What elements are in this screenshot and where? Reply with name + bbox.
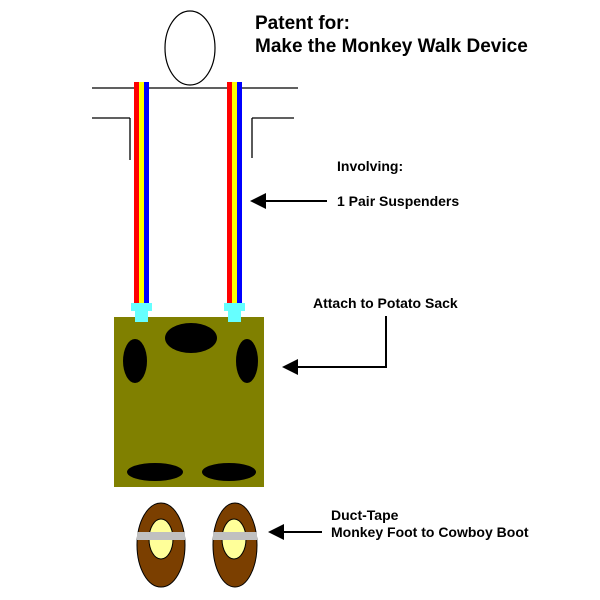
suspender-stripe-red xyxy=(134,82,139,304)
title-line-2: Make the Monkey Walk Device xyxy=(255,36,528,57)
suspender-stripe-yellow xyxy=(232,82,237,304)
sack-hole-right xyxy=(236,339,258,383)
duct-tape-left xyxy=(137,532,185,540)
suspender-left xyxy=(131,82,152,322)
suspender-stripe-red xyxy=(227,82,232,304)
suspender-stripe-yellow xyxy=(139,82,144,304)
label-suspenders: 1 Pair Suspenders xyxy=(337,193,460,209)
sack-hole-bottom-left xyxy=(127,463,183,481)
monkey-head xyxy=(164,10,216,86)
potato-sack xyxy=(114,311,264,487)
duct-tape-right xyxy=(213,532,257,540)
sack-hole-bottom-right xyxy=(202,463,256,481)
suspender-stripe-blue xyxy=(144,82,149,304)
monkey-body-outline xyxy=(92,87,298,160)
title-line-1: Patent for: xyxy=(255,13,350,34)
suspender-stripe-blue xyxy=(237,82,242,304)
label-involving: Involving: xyxy=(337,158,404,174)
cowboy-boot-right xyxy=(212,502,258,588)
sack-hole-left xyxy=(123,339,147,383)
label-potato-sack: Attach to Potato Sack xyxy=(313,295,458,311)
label-duct-tape: Duct-Tape xyxy=(331,507,399,523)
arrow-duct-tape xyxy=(268,524,322,540)
label-monkey-foot: Monkey Foot to Cowboy Boot xyxy=(331,524,529,540)
suspender-right xyxy=(224,82,245,322)
suspender-clip-left xyxy=(131,303,152,311)
arrow-suspenders xyxy=(250,193,327,209)
suspender-clip-left-base xyxy=(135,311,148,322)
suspender-clip-right-base xyxy=(228,311,241,322)
cowboy-boot-left xyxy=(136,502,186,588)
arrow-sack xyxy=(282,316,387,375)
suspender-clip-right xyxy=(224,303,245,311)
sack-hole-top xyxy=(165,323,217,353)
